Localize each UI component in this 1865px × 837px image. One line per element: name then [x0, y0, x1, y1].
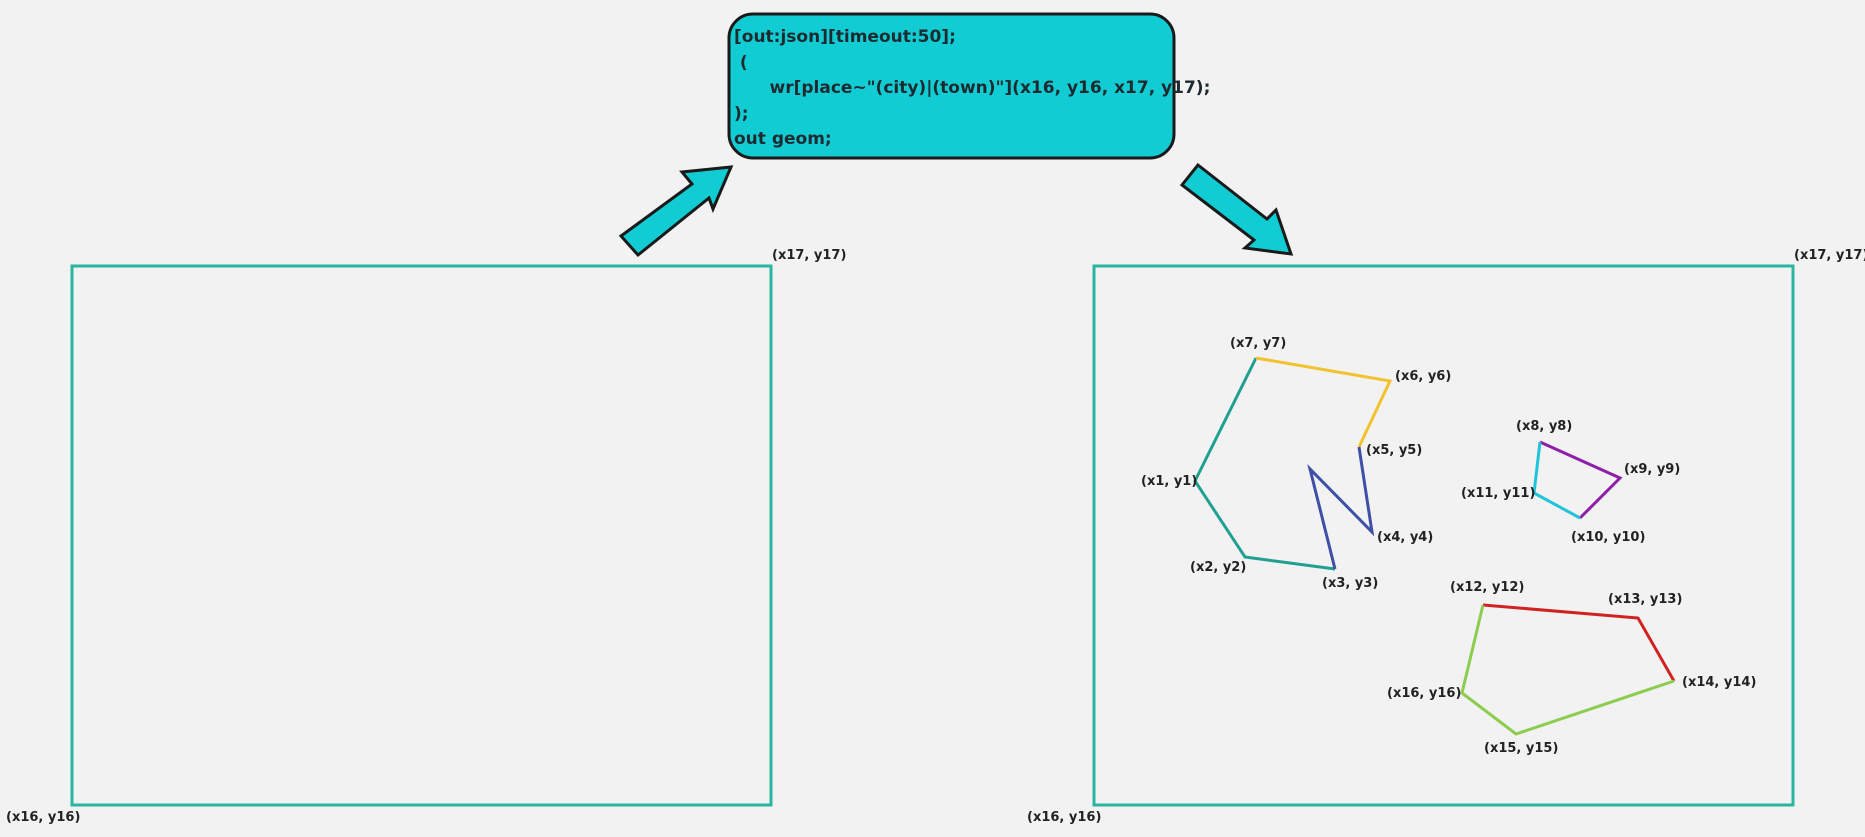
point-label-7: (x7, y7) — [1230, 336, 1286, 351]
polygon-1-teal-segment — [1193, 357, 1336, 571]
query-line-4: ); — [734, 104, 749, 124]
point-label-4: (x4, y4) — [1377, 530, 1433, 545]
point-label-10: (x10, y10) — [1571, 530, 1645, 545]
polygon-1-indigo-segment — [1307, 446, 1375, 570]
left-bbox-frame — [70, 264, 773, 807]
query-line-5: out geom; — [734, 129, 832, 149]
polygon-3-red-segment — [1482, 603, 1676, 682]
point-label-13: (x13, y13) — [1608, 592, 1682, 607]
polygon-2-purple-segment — [1539, 440, 1623, 520]
point-label-5: (x5, y5) — [1366, 443, 1422, 458]
right-frame-bottom-left-label: (x16, y16) — [1027, 810, 1101, 825]
point-label-15: (x15, y15) — [1484, 741, 1558, 756]
left-frame-top-right-label: (x17, y17) — [772, 248, 846, 263]
point-label-1: (x1, y1) — [1141, 474, 1197, 489]
query-box — [727, 12, 1176, 160]
query-line-2: ( — [734, 53, 748, 73]
arrow-down-right — [1179, 162, 1294, 256]
polygon-1-yellow-segment — [1255, 356, 1393, 448]
point-label-14: (x14, y14) — [1682, 675, 1756, 690]
point-label-12: (x12, y12) — [1450, 580, 1524, 595]
query-line-3: wr[place~"(city)|(town)"](x16, y16, x17,… — [734, 78, 1210, 98]
point-label-6: (x6, y6) — [1395, 369, 1451, 384]
right-bbox-frame — [1092, 264, 1795, 807]
point-label-9: (x9, y9) — [1624, 462, 1680, 477]
left-frame-bottom-left-label: (x16, y16) — [6, 810, 80, 825]
arrow-up-right — [618, 165, 734, 258]
point-label-2: (x2, y2) — [1190, 560, 1246, 575]
point-label-16: (x16, y16) — [1387, 686, 1461, 701]
point-label-11: (x11, y11) — [1461, 486, 1535, 501]
point-label-3: (x3, y3) — [1322, 576, 1378, 591]
point-label-8: (x8, y8) — [1516, 419, 1572, 434]
polygon-3-green-segment — [1460, 604, 1675, 736]
query-line-1: [out:json][timeout:50]; — [734, 27, 956, 47]
right-frame-top-right-label: (x17, y17) — [1794, 248, 1865, 263]
polygon-2-cyan-segment — [1532, 441, 1581, 520]
